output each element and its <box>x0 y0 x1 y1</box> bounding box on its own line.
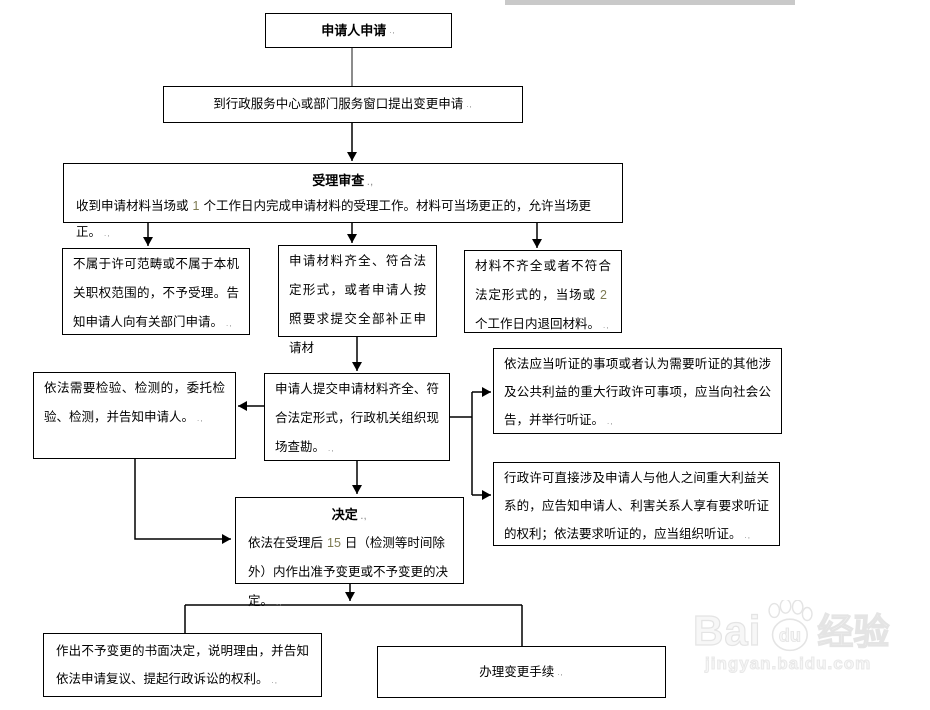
watermark-logo: Bai du 经验 <box>692 600 903 654</box>
paragraph-mark: ., <box>226 319 233 328</box>
paragraph-mark: ., <box>276 598 283 607</box>
paragraph-mark: ., <box>607 417 614 426</box>
node-handle-change: 办理变更手续., <box>377 646 666 698</box>
watermark-url: jingyan.baidu.com <box>705 654 872 674</box>
node-handle-change-label: 办理变更手续 <box>479 664 555 679</box>
node-decision-title: 决定., <box>331 507 368 522</box>
node-inspection: 依法需要检验、检测的，委托检验、检测，并告知申请人。., <box>33 372 236 459</box>
node-submit-window: 到行政服务中心或部门服务窗口提出变更申请., <box>163 86 523 123</box>
node-materials-complete-label: 申请材料齐全、符合法定形式，或者申请人按照要求提交全部补正申请材 <box>289 254 426 355</box>
inline-number: 15 <box>327 536 341 550</box>
node-site-survey: 申请人提交申请材料齐全、符合法定形式，行政机关组织现场查勘。., <box>264 373 450 461</box>
node-inspection-label: 依法需要检验、检测的，委托检验、检测，并告知申请人。., <box>44 381 225 424</box>
node-site-survey-label: 申请人提交申请材料齐全、符合法定形式，行政机关组织现场查勘。., <box>275 382 439 454</box>
watermark-du-text: du <box>779 626 801 646</box>
node-not-accepted-label: 不属于许可范畴或不属于本机关职权范围的，不予受理。告知申请人向有关部门申请。., <box>73 257 239 329</box>
paw-icon: du <box>768 600 814 652</box>
paragraph-mark: ., <box>557 667 564 677</box>
inline-number: 2 <box>600 288 607 302</box>
paragraph-mark: ., <box>360 512 368 521</box>
watermark-jingyan-text: 经验 <box>817 611 890 652</box>
paragraph-mark: ., <box>367 178 374 187</box>
paragraph-mark: ., <box>197 414 204 423</box>
paragraph-mark: ., <box>389 26 396 35</box>
node-applicant-label: 申请人申请 <box>321 23 387 38</box>
node-party-hearing: 行政许可直接涉及申请人与他人之间重大利益关系的，应告知申请人、利害关系人享有要求… <box>493 462 780 546</box>
node-party-hearing-label: 行政许可直接涉及申请人与他人之间重大利益关系的，应告知申请人、利害关系人享有要求… <box>504 471 769 541</box>
paragraph-mark: ., <box>271 676 278 685</box>
node-not-accepted: 不属于许可范畴或不属于本机关职权范围的，不予受理。告知申请人向有关部门申请。., <box>62 248 250 335</box>
inline-number: 1 <box>192 199 200 213</box>
paragraph-mark: ., <box>328 444 335 453</box>
paragraph-mark: ., <box>104 229 111 238</box>
paragraph-mark: ., <box>603 321 610 330</box>
watermark-bai-text: Bai <box>692 607 762 654</box>
node-refusal-notice-label: 作出不予变更的书面决定，说明理由，并告知依法申请复议、提起行政诉讼的权利。., <box>56 644 309 686</box>
node-public-hearing: 依法应当听证的事项或者认为需要听证的其他涉及公共利益的重大行政许可事项，应当向社… <box>493 348 782 434</box>
node-materials-complete: 申请材料齐全、符合法定形式，或者申请人按照要求提交全部补正申请材 <box>278 245 437 355</box>
top-gray-bar <box>505 0 795 5</box>
node-acceptance-review-title: 受理审查., <box>312 173 374 188</box>
node-submit-window-label: 到行政服务中心或部门服务窗口提出变更申请 <box>213 97 464 111</box>
paragraph-mark: ., <box>466 100 473 109</box>
baidu-jingyan-watermark: Bai du 经验 jingyan.baidu.com <box>692 600 903 674</box>
paragraph-mark: ., <box>744 531 751 540</box>
node-public-hearing-label: 依法应当听证的事项或者认为需要听证的其他涉及公共利益的重大行政许可事项，应当向社… <box>504 357 771 427</box>
node-refusal-notice: 作出不予变更的书面决定，说明理由，并告知依法申请复议、提起行政诉讼的权利。., <box>43 633 322 697</box>
node-applicant: 申请人申请., <box>265 13 452 48</box>
